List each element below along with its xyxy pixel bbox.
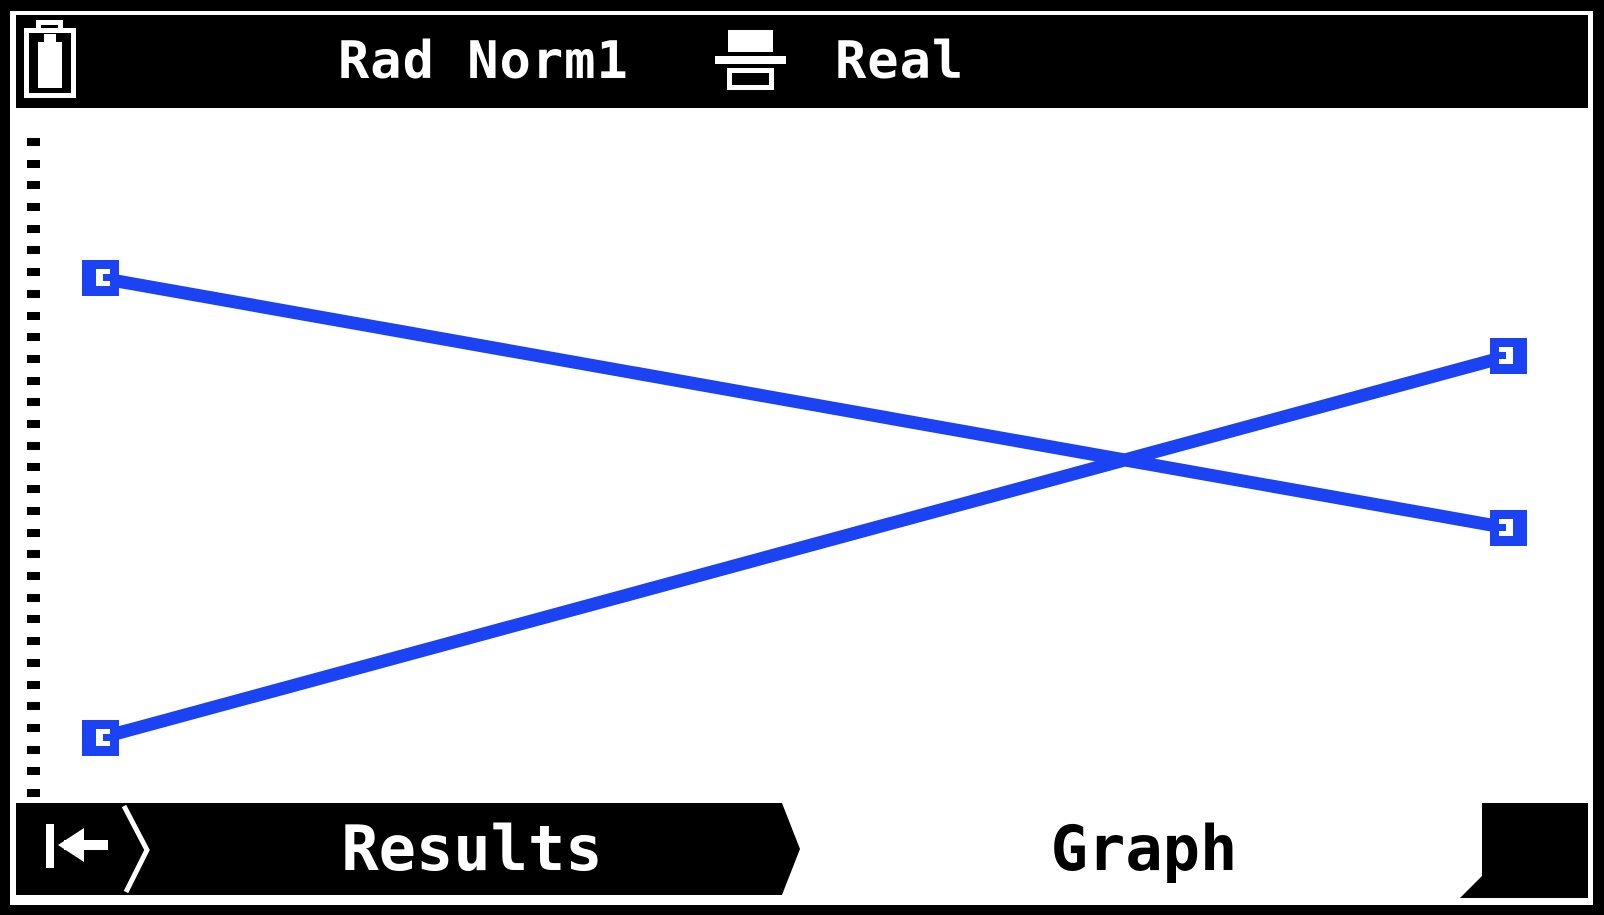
axis-dash: [27, 529, 40, 537]
axis-dash: [27, 160, 40, 168]
status-bar: Rad Norm1 Real: [16, 15, 1588, 108]
axis-dash: [27, 225, 40, 233]
segment-1: [98, 271, 1510, 535]
axis-dash: [27, 463, 40, 471]
axis-dash: [27, 485, 40, 493]
axis-dash: [27, 377, 40, 385]
axis-dash: [27, 138, 40, 146]
tab-graph[interactable]: Graph: [1050, 812, 1238, 885]
screen-frame-right: [1593, 0, 1604, 915]
screen-frame-top: [0, 0, 1604, 11]
axis-dash: [27, 398, 40, 406]
axis-dash: [27, 789, 40, 797]
next-tab-stub[interactable]: [1460, 803, 1588, 898]
axis-dash: [27, 572, 40, 580]
line-endpoint-marker: [82, 260, 119, 296]
axis-dash: [27, 594, 40, 602]
axis-dash: [27, 615, 40, 623]
collapse-left-icon[interactable]: [30, 803, 130, 895]
tab-results-label[interactable]: Results: [341, 812, 603, 885]
axis-dash: [27, 767, 40, 775]
axis-dash: [27, 724, 40, 732]
line-endpoint-marker: [82, 720, 119, 756]
battery-level-fill: [38, 42, 62, 88]
axis-dash: [27, 268, 40, 276]
axis-dash: [27, 507, 40, 515]
axis-dash: [27, 181, 40, 189]
line-endpoint-marker: [1490, 510, 1527, 546]
axis-dash: [27, 290, 40, 298]
axis-dash: [27, 203, 40, 211]
axis-dash: [27, 659, 40, 667]
axis-dash: [27, 550, 40, 558]
fraction-result-mode-icon: [715, 28, 786, 90]
screen-frame-left: [0, 0, 10, 915]
axis-dash: [27, 637, 40, 645]
axis-dash: [27, 746, 40, 754]
line-endpoint-marker: [1490, 338, 1527, 374]
axis-dash: [27, 246, 40, 254]
battery-icon: [24, 18, 76, 98]
axis-dash: [27, 312, 40, 320]
axis-dash: [27, 333, 40, 341]
axis-dash: [27, 355, 40, 363]
axis-dash: [27, 442, 40, 450]
angle-display-mode-indicator: Rad Norm1: [338, 31, 629, 91]
tab-results[interactable]: Results: [16, 803, 800, 895]
axis-dash: [27, 420, 40, 428]
real-mode-indicator: Real: [835, 31, 965, 91]
axis-dash: [27, 681, 40, 689]
screen-frame-bottom: [0, 905, 1604, 915]
axis-dash: [27, 702, 40, 710]
segment-2: [98, 349, 1510, 745]
